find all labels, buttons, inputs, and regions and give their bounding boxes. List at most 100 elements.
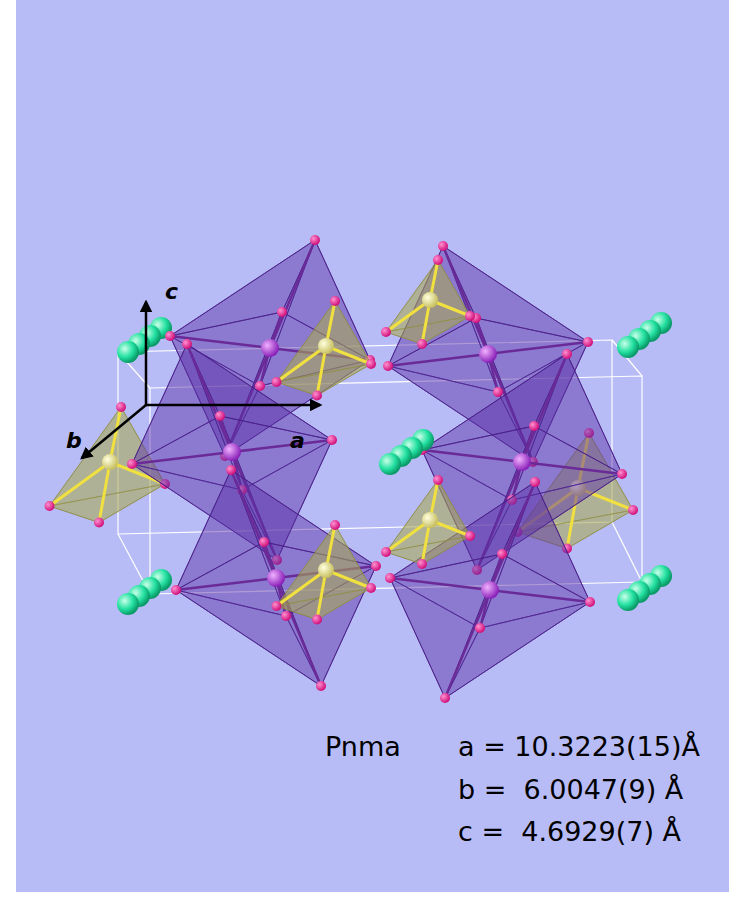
oxygen-atom: [171, 585, 181, 595]
lithium-chain: [617, 565, 672, 611]
bond: [170, 336, 270, 348]
lithium-chain: [617, 312, 672, 358]
oxygen-atom: [94, 518, 104, 528]
octahedron-face: [390, 554, 502, 698]
axis-label: c: [165, 281, 178, 303]
oxygen-atom: [417, 559, 427, 569]
oxygen-atom: [226, 465, 236, 475]
lithium-chain: [117, 317, 172, 363]
phosphate-tetrahedron: [381, 255, 475, 349]
bond: [277, 570, 327, 606]
axis-arrows: [82, 302, 320, 458]
oxygen-atom: [366, 583, 376, 593]
bond: [270, 240, 315, 348]
bond: [50, 462, 111, 506]
lithium-chain: [117, 569, 172, 615]
axis-arrow: [145, 302, 148, 405]
oxygen-atom: [562, 349, 572, 359]
iron-atom: [479, 345, 497, 363]
oxygen-atom: [312, 391, 322, 401]
oxygen-atom: [116, 402, 126, 412]
lithium-atom: [617, 589, 639, 611]
phosphorus-atom: [102, 454, 118, 470]
oxygen-atom: [330, 520, 340, 530]
octahedron-face: [176, 542, 321, 686]
oxygen-atom: [497, 549, 507, 559]
phosphorus-atom: [422, 292, 438, 308]
bond: [522, 462, 622, 474]
phosphate-tetrahedron: [272, 296, 377, 401]
oxygen-atom: [281, 611, 291, 621]
oxygen-atom: [255, 381, 265, 391]
oxygen-atom: [385, 573, 395, 583]
phosphate-tetrahedron: [272, 520, 377, 625]
oxygen-atom: [272, 601, 282, 611]
bond: [132, 452, 232, 464]
oxygen-atom: [475, 623, 485, 633]
oxygen-atom: [272, 377, 282, 387]
lattice-parameter: b = 6.0047(9) Å: [458, 776, 683, 803]
iron-octahedron: [171, 465, 381, 691]
bond: [490, 482, 535, 590]
oxygen-atom: [330, 296, 340, 306]
oxygen-atom: [182, 339, 192, 349]
bond: [176, 578, 276, 590]
phosphate-tetrahedron: [381, 475, 475, 569]
bond: [187, 344, 232, 452]
iron-atom: [261, 339, 279, 357]
bond: [522, 354, 567, 462]
oxygen-atom: [310, 235, 320, 245]
axis-arrow: [82, 405, 146, 458]
bond: [231, 470, 276, 578]
iron-atom: [267, 569, 285, 587]
oxygen-atom: [417, 339, 427, 349]
oxygen-atom: [438, 241, 448, 251]
bond: [488, 342, 588, 354]
oxygen-atom: [127, 459, 137, 469]
lithium-atom: [379, 453, 401, 475]
axis-label: b: [66, 430, 82, 452]
axis-label: a: [290, 430, 305, 452]
bond: [232, 440, 332, 452]
oxygen-atom: [440, 693, 450, 703]
oxygen-atom: [465, 531, 475, 541]
bond: [445, 590, 490, 698]
oxygen-atom: [585, 597, 595, 607]
tetrahedron-face: [277, 364, 372, 396]
tetrahedron-face: [277, 588, 372, 620]
bond: [386, 520, 430, 552]
bond: [386, 300, 430, 332]
oxygen-atom: [316, 681, 326, 691]
lattice-parameter: c = 4.6929(7) Å: [458, 818, 681, 845]
lithium-atom: [117, 593, 139, 615]
oxygen-atom: [433, 255, 443, 265]
oxygen-atom: [381, 547, 391, 557]
oxygen-atom: [465, 311, 475, 321]
oxygen-atom: [366, 359, 376, 369]
bond: [277, 346, 327, 382]
iron-atom: [481, 581, 499, 599]
lithium-chain: [379, 429, 434, 475]
oxygen-atom: [277, 307, 287, 317]
oxygen-atom: [530, 477, 540, 487]
oxygen-atom: [215, 411, 225, 421]
lithium-atom: [117, 341, 139, 363]
oxygen-atom: [381, 327, 391, 337]
oxygen-atom: [493, 387, 503, 397]
oxygen-atom: [45, 501, 55, 511]
bond: [390, 578, 490, 590]
axis-arrow: [146, 404, 320, 407]
oxygen-atom: [312, 615, 322, 625]
lattice-parameter: a = 10.3223(15)Å: [458, 733, 700, 760]
bond: [388, 354, 488, 366]
oxygen-atom: [628, 505, 638, 515]
oxygen-atom: [617, 469, 627, 479]
space-group: Pnma: [325, 733, 401, 760]
polyhedra: [45, 235, 673, 703]
bond: [490, 590, 590, 602]
oxygen-atom: [371, 561, 381, 571]
oxygen-atom: [583, 337, 593, 347]
oxygen-atom: [529, 421, 539, 431]
lithium-atom: [617, 336, 639, 358]
